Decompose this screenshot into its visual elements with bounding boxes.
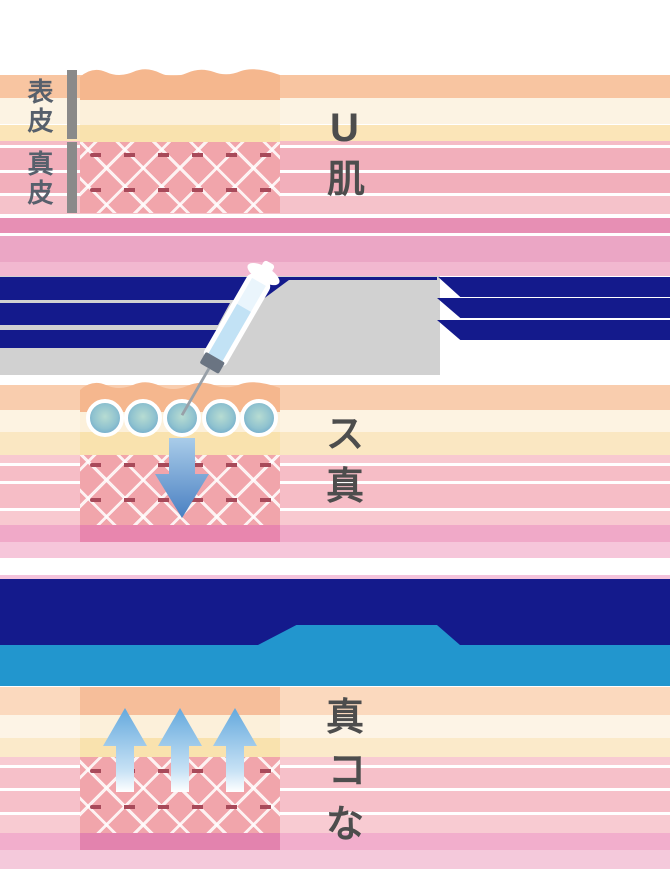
caption-fragment: な	[326, 804, 365, 846]
caption-fragment: 肌	[327, 159, 366, 201]
subcutis-layer	[80, 525, 280, 542]
injection-droplet	[163, 399, 201, 437]
stripe-band	[0, 262, 670, 276]
navy-streak	[0, 277, 293, 300]
epidermis-cream-layer	[80, 100, 280, 125]
caption-fragment: 真	[326, 466, 365, 508]
epidermis-label: 表皮	[24, 78, 54, 136]
navy-streak	[0, 330, 222, 348]
stripe-band	[0, 757, 670, 765]
navy-streak	[0, 303, 230, 325]
stripe-band	[0, 236, 670, 262]
caption-fragment: 真	[326, 697, 365, 739]
collagen-dashes	[90, 153, 272, 157]
caption-fragment: ス	[326, 414, 365, 456]
stripe-band	[0, 542, 670, 558]
collagen-dashes	[90, 805, 272, 809]
caption-fragment: コ	[328, 750, 367, 792]
down-arrow-icon	[155, 438, 209, 518]
injection-droplet	[124, 399, 162, 437]
up-arrow-icon	[213, 708, 257, 792]
dermis-bracket	[67, 142, 77, 213]
stripe-band	[0, 850, 670, 869]
banner-notch	[258, 625, 460, 645]
stripe-band	[0, 455, 670, 463]
subcutis-layer	[80, 833, 280, 850]
epidermis-bracket	[67, 70, 77, 139]
up-arrow-icon	[103, 708, 147, 792]
injection-droplet	[86, 399, 124, 437]
skin-surface-wave	[80, 69, 280, 100]
injection-droplet	[202, 399, 240, 437]
dermis-layer	[80, 142, 280, 213]
navy-streak	[438, 277, 670, 297]
stripe-band	[0, 218, 670, 233]
stripe-band	[0, 141, 670, 145]
dermis-label: 真皮	[24, 150, 54, 208]
epidermis-basal-layer	[80, 125, 280, 142]
caption-fragment: U	[330, 106, 359, 150]
collagen-dashes	[90, 188, 272, 192]
navy-streak	[437, 320, 670, 340]
up-arrow-icon	[158, 708, 202, 792]
navy-streak	[437, 298, 670, 318]
injection-droplet	[240, 399, 278, 437]
stripe-band	[0, 575, 670, 579]
blue-banner	[0, 645, 670, 686]
syringe-icon	[180, 260, 280, 416]
